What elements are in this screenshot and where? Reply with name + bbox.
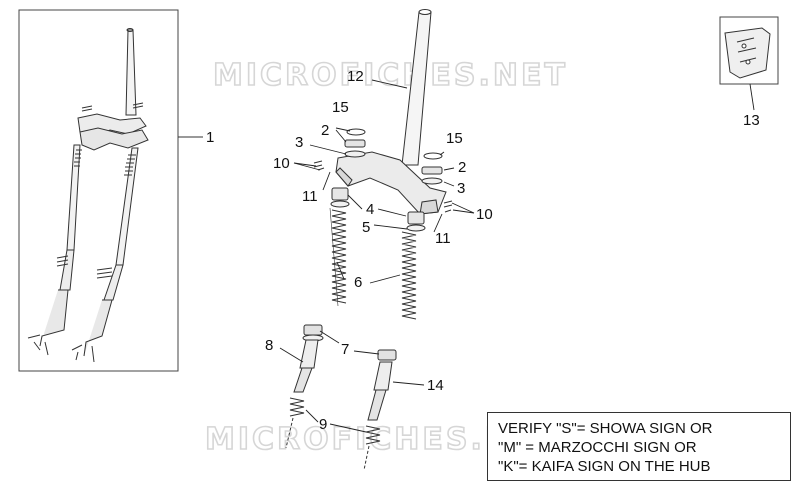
bracket-13 <box>724 27 771 79</box>
assembled-fork-inset <box>18 9 179 372</box>
callout-9: 9 <box>319 416 327 433</box>
callout-1: 1 <box>206 129 214 146</box>
callout-15-right: 15 <box>446 130 463 147</box>
note-line-2: "M" = MARZOCCHI SIGN OR <box>498 439 697 456</box>
bushing-4-right <box>407 211 425 225</box>
callout-15-left: 15 <box>332 99 349 116</box>
spring-6-right <box>401 231 417 320</box>
callout-3-left: 3 <box>295 134 303 151</box>
verification-note: VERIFY "S"= SHOWA SIGN OR "M" = MARZOCCH… <box>487 412 791 481</box>
spring-6-left <box>329 207 347 307</box>
spring-9-right <box>363 425 381 471</box>
callout-6: 6 <box>354 274 362 291</box>
callout-10-left: 10 <box>273 155 290 172</box>
damper-rod-14 <box>373 361 393 391</box>
callout-8: 8 <box>265 337 273 354</box>
callout-14: 14 <box>427 377 444 394</box>
ring-15-right <box>423 152 443 160</box>
callout-2-right: 2 <box>458 159 466 176</box>
damper-rod-8 <box>299 339 319 369</box>
watermark-top: MICROFICHES.NET <box>213 58 568 93</box>
bushing-4-left <box>331 187 349 201</box>
inset-frame <box>18 9 179 372</box>
note-line-1: VERIFY "S"= SHOWA SIGN OR <box>498 420 713 437</box>
spacer-7-right <box>377 349 397 361</box>
screws-10-right <box>443 200 453 213</box>
callout-2-left: 2 <box>321 122 329 139</box>
callout-12: 12 <box>347 68 364 85</box>
note-line-3: "K"= KAIFA SIGN ON THE HUB <box>498 458 711 475</box>
callout-11-left: 11 <box>302 188 318 205</box>
callout-5: 5 <box>362 219 370 236</box>
callout-4: 4 <box>366 201 374 218</box>
ring-15-left <box>346 128 366 136</box>
exploded-fork <box>285 9 779 471</box>
callout-13: 13 <box>743 112 760 129</box>
callout-3-right: 3 <box>457 180 465 197</box>
callout-11-right: 11 <box>435 230 451 247</box>
spring-9-left <box>285 397 305 449</box>
leader-lines <box>279 79 755 433</box>
callout-7: 7 <box>341 341 349 358</box>
spacer-7-left <box>303 324 323 336</box>
bracket-13-frame <box>719 16 779 85</box>
callout-10-right: 10 <box>476 206 493 223</box>
